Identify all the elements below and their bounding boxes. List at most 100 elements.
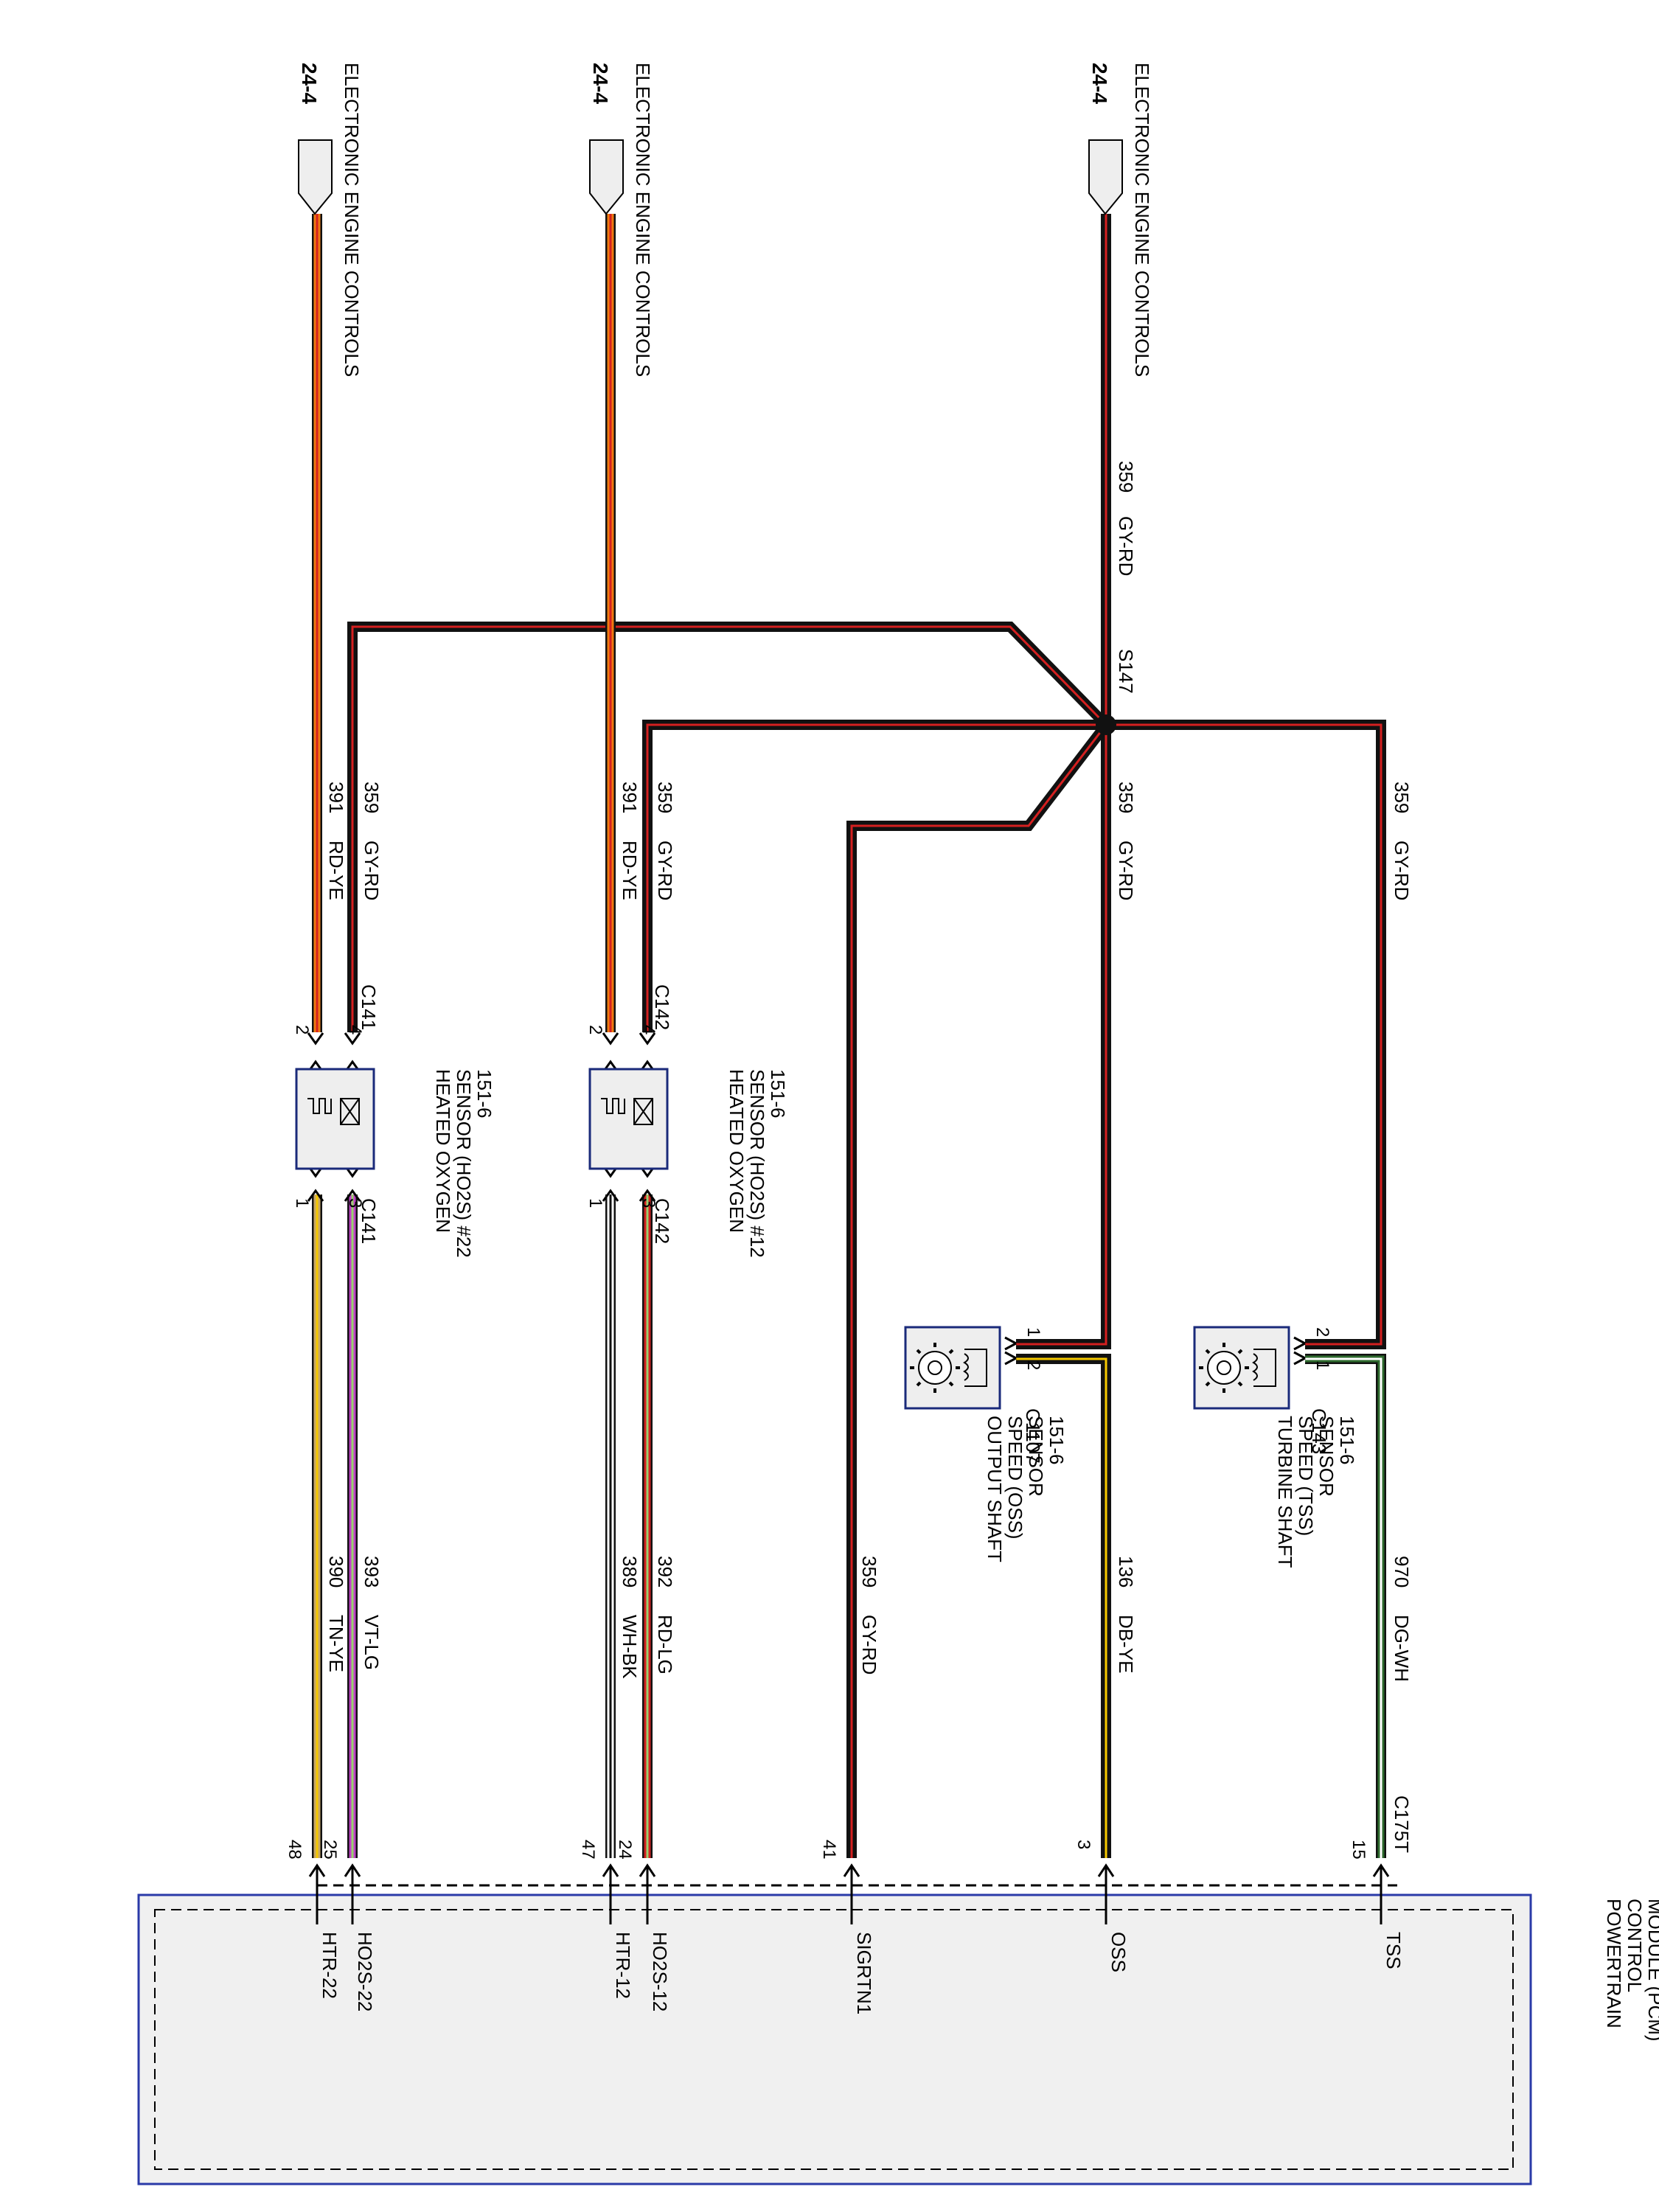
pin-number: 4 [345,1025,365,1034]
connector-label: C142 [651,1198,673,1244]
source-connector-hwr: 24-4 ELECTRONIC ENGINE CONTROLS [589,63,654,377]
connector-arrows [1004,1336,1017,1366]
wire-color: GY-RD [1115,516,1137,576]
connector-label: C143 [1308,1408,1330,1454]
connector-label: C141 [358,984,380,1030]
wire-circuit: 136 [1115,1556,1137,1587]
pcm-pin-label: OSS [1107,1932,1130,1972]
pcm-pin-number: 25 [320,1840,340,1860]
sensor-name: HEATED OXYGEN SENSOR (HO2S) #22 151-6 [432,1069,495,1263]
pin-number: 1 [1312,1360,1332,1370]
splice-label: S147 [1115,649,1137,694]
pin-number: 4 [639,1025,658,1034]
gear-icon [1199,1343,1249,1393]
sensor-body [295,1068,375,1170]
wire-359-to-ho2s22 [347,622,1110,1032]
source-connector-power: 24-4 ELECTRONIC ENGINE CONTROLS [1088,63,1153,377]
pcm-pin-label: HO2S-22 [354,1932,376,2011]
source-label: ELECTRONIC ENGINE CONTROLS [632,63,654,377]
pcm-pin-terminal [843,1863,860,1924]
pcm-pin-label: HTR-22 [319,1932,341,1999]
wire-circuit: 390 [325,1556,347,1587]
wire-circuit: 359 [654,782,676,813]
pcm-inner-border [154,1909,1514,2170]
wire-circuit: 359 [858,1556,880,1587]
source-connector-symbol [1088,139,1123,215]
pin-number: 1 [292,1198,312,1208]
connector-label: C142 [651,984,673,1030]
connector-arrow [639,1189,656,1202]
connector-arrow [344,1032,361,1046]
coil-icon [963,1349,987,1387]
pcm-module: POWERTRAIN CONTROL MODULE (PCM) 24-4 C17… [137,1795,1659,2185]
pcm-pin-terminal [344,1863,361,1924]
pcm-pin-layer: 15TSS3OSS41SIGRTN124HO2S-1247HTR-1225HO2… [285,1840,1405,2014]
wire-color: GY-RD [654,841,676,900]
pcm-pin-label: TSS [1382,1932,1405,1969]
pcm-pin-number: 48 [285,1840,305,1860]
pcm-pin-number: 47 [578,1840,598,1860]
sensor-name: HEATED OXYGEN SENSOR (HO2S) #12 151-6 [726,1069,789,1263]
wire-circuit: 392 [654,1556,676,1587]
pcm-pin-number: 15 [1349,1840,1368,1860]
pin-number: 1 [1023,1327,1043,1337]
connector-arrow [602,1032,619,1046]
coil-icon [1252,1349,1276,1387]
sensor-name: OUTPUT SHAFT SPEED (OSS) SENSOR 151-6 [984,1416,1068,1568]
source-connector-hwr: 24-4 ELECTRONIC ENGINE CONTROLS [298,63,363,377]
pcm-outline [137,1893,1532,2185]
ho2s-12-sensor: C142 4 2 C142 3 1 HEATED OXYGEN SENSOR (… [585,984,789,1263]
gear-icon [910,1343,960,1393]
oss-sensor: 1 2 C1107 OUTPUT SHAFT SPEED (OSS) SENSO… [904,1326,1068,1568]
pin-number: 3 [639,1198,658,1208]
pcm-pin-terminal [1097,1863,1115,1924]
source-connector-symbol [589,139,624,215]
pcm-pin-number: 3 [1074,1840,1093,1849]
wire-color: GY-RD [1391,841,1413,900]
connector-arrow [639,1032,656,1046]
pcm-connector-label: C175T [1391,1795,1413,1853]
pin-number: 3 [345,1198,365,1208]
wire-circuit: 359 [1391,782,1413,813]
wire-circuit: 970 [1391,1556,1413,1587]
wire-color: RD-YE [619,841,641,900]
wire-circuit: 389 [619,1556,641,1587]
wire-color: RD-YE [325,841,347,900]
wire-layer [307,214,1386,1858]
connector-arrow [307,1189,324,1202]
pcm-pin-label: HTR-12 [612,1932,634,1999]
ho2s-22-sensor: C141 4 2 C141 3 1 HEATED OXYGEN SENSOR (… [292,984,495,1263]
source-connector-symbol [298,139,333,215]
sensor-element-icon [633,1098,653,1125]
wire-circuit: 359 [1115,782,1137,813]
wire-color: TN-YE [325,1615,347,1672]
pin-number: 2 [1312,1327,1332,1337]
source-label: ELECTRONIC ENGINE CONTROLS [341,63,363,377]
wire-color: GY-RD [361,841,383,900]
pcm-pin-label: SIGRTN1 [853,1932,875,2014]
pcm-pin-terminal [1372,1863,1390,1924]
wire-136-oss [1016,1354,1111,1858]
wire-circuit: 391 [325,782,347,813]
wire-359-to-tss [1106,720,1386,1349]
heater-icon [307,1098,332,1114]
pcm-name: POWERTRAIN CONTROL MODULE (PCM) 24-4 [1603,1899,1659,2047]
wire-circuit: 359 [1115,461,1137,493]
sensor-name: TURBINE SHAFT SPEED (TSS) SENSOR 151-6 [1274,1416,1358,1573]
connector-arrow [307,1032,324,1046]
wire-color: WH-BK [619,1615,641,1679]
wire-color: GY-RD [858,1615,880,1674]
pcm-pin-terminal [602,1863,619,1924]
sensor-body [588,1068,669,1170]
tss-sensor: 2 1 C143 TURBINE SHAFT SPEED (TSS) SENSO… [1193,1326,1358,1573]
wire-359-sigrtn [846,721,1110,1858]
wire-color: DB-YE [1115,1615,1137,1673]
connector-arrow [602,1189,619,1202]
connector-arrow [344,1189,361,1202]
pcm-pin-terminal [639,1863,656,1924]
pcm-pin-number: 24 [615,1840,635,1860]
pcm-pin-number: 41 [819,1840,839,1860]
wire-color: RD-LG [654,1615,676,1674]
source-ref: 24-4 [1088,63,1111,104]
